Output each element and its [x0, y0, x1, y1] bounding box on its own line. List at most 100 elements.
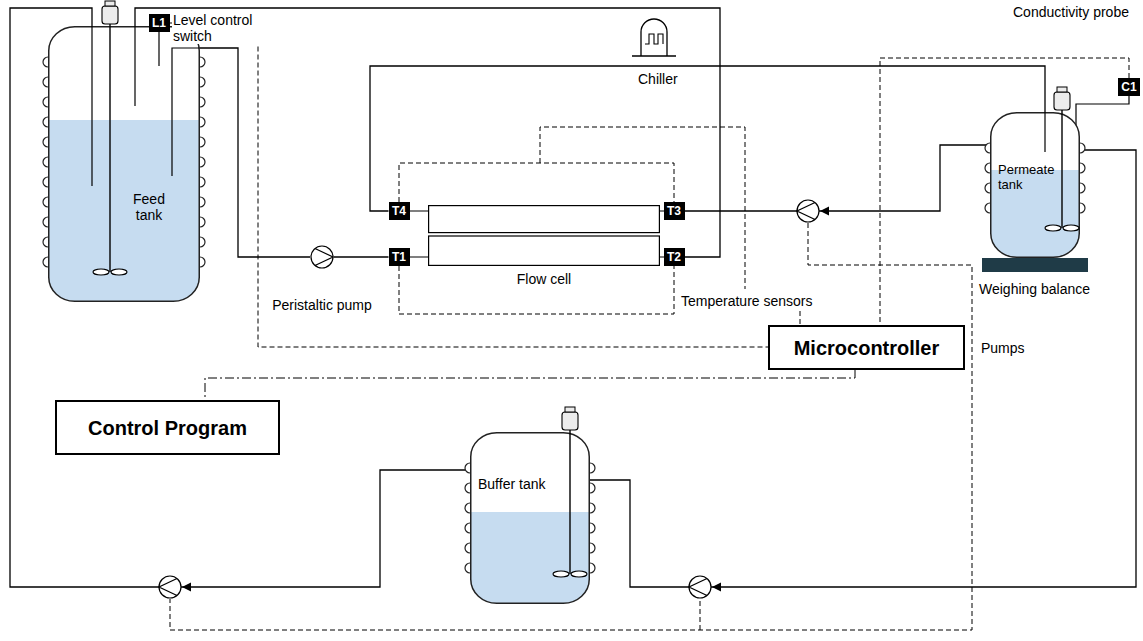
pipe-line	[135, 8, 720, 257]
flow-cell-outline	[428, 205, 660, 266]
agitator-shaft	[1061, 110, 1062, 228]
agitator	[93, 1, 127, 275]
signal-line	[205, 370, 855, 400]
pipe-line	[200, 48, 310, 257]
agitator	[1045, 87, 1079, 231]
tank-liquid	[49, 120, 200, 301]
inner-pipe	[91, 26, 92, 186]
pipe-line	[10, 8, 470, 587]
temperature-tag: T4	[389, 202, 410, 220]
flow-arrowhead	[820, 207, 829, 216]
inner-pipe	[1044, 112, 1045, 152]
inner-pipe	[158, 32, 159, 66]
callout-label: Pumps	[980, 340, 1026, 356]
pipe-line	[370, 66, 1045, 211]
level-switch-tag: L1	[149, 14, 170, 32]
controller-box: Microcontroller	[768, 325, 965, 370]
flow-cell: Flow cell	[428, 205, 660, 266]
impeller-blade	[553, 571, 569, 577]
flow-arrowhead	[712, 583, 721, 592]
tank-body	[471, 433, 590, 604]
pump-symbol	[689, 576, 711, 598]
signal-line	[170, 23, 769, 347]
box-title: Control Program	[88, 416, 247, 440]
temperature-tag: T2	[664, 248, 685, 266]
tank-liquid	[471, 512, 590, 603]
impeller-blade	[1045, 225, 1061, 231]
equipment-name: Flow cell	[428, 271, 660, 287]
agitator-motor	[1057, 87, 1067, 92]
callout-label: Temperature sensors	[680, 293, 814, 309]
box-title: Microcontroller	[794, 336, 940, 360]
impeller-blade	[93, 269, 109, 275]
pipe-line	[334, 256, 389, 257]
tank-liquid	[991, 170, 1080, 257]
agitator-shaft	[569, 430, 570, 574]
tank-wall	[991, 113, 1080, 258]
chiller-symbol	[641, 19, 667, 56]
temperature-tag: T1	[389, 248, 410, 266]
pump-symbol	[315, 249, 333, 266]
flow-channel	[429, 236, 660, 265]
agitator-shaft	[109, 24, 110, 272]
tank-outline	[48, 26, 200, 302]
impeller-blade	[1063, 225, 1079, 231]
agitator-motor	[1054, 92, 1070, 110]
pump-symbol	[797, 200, 819, 222]
label-holder: Pumps	[980, 340, 1026, 356]
pump-symbol	[159, 576, 181, 598]
tank-outline	[470, 432, 590, 604]
flow-channel	[429, 206, 660, 233]
buffer-tank: Buffer tank	[470, 432, 590, 604]
weighing-balance-plate	[982, 258, 1088, 272]
tag-text: T3	[664, 202, 685, 220]
permeate-tank: Permeate tank	[990, 112, 1080, 258]
agitator-motor	[562, 412, 578, 430]
label-holder: Weighing balance	[978, 281, 1091, 297]
tag-text: L1	[149, 14, 170, 32]
program-box: Control Program	[55, 400, 280, 455]
temperature-tag: T3	[664, 202, 685, 220]
flow-arrowhead	[182, 583, 191, 592]
equipment-name: Peristaltic pump	[262, 297, 382, 313]
inner-pipe	[134, 26, 135, 106]
tank-wall	[471, 433, 590, 604]
tag-text: T1	[389, 248, 410, 266]
pump-symbol	[159, 579, 177, 596]
impeller-blade	[111, 269, 127, 275]
equipment-name: Buffer tank	[478, 476, 568, 492]
probe-rod	[1076, 96, 1129, 140]
callout-label: Conductivity probe	[1012, 4, 1130, 20]
tag-text: T4	[389, 202, 410, 220]
tank-wall	[49, 27, 200, 302]
label-holder: Level control switch	[172, 12, 264, 44]
chiller-base	[632, 55, 676, 56]
tag-text: T2	[664, 248, 685, 266]
equipment-name: Permeate tank	[998, 162, 1058, 192]
agitator-motor	[105, 1, 115, 6]
equipment-name: Feed tank	[128, 191, 170, 223]
conductivity-tag: C1	[1118, 78, 1140, 96]
agitator-motor	[565, 407, 575, 412]
signal-line	[880, 58, 1129, 325]
chiller-symbol	[645, 34, 663, 44]
pump-symbol	[797, 203, 815, 220]
pump-outline	[310, 245, 334, 269]
tank-body	[49, 27, 200, 302]
tag-text: C1	[1118, 78, 1140, 96]
peristaltic-pump: Peristaltic pump	[310, 245, 334, 269]
agitator-motor	[102, 6, 118, 24]
pump-symbol	[311, 246, 333, 268]
pump-signal-wire	[170, 223, 972, 630]
feed-tank: Feed tank	[48, 26, 200, 302]
tank-body	[991, 113, 1080, 258]
equipment-label: Weighing balance	[978, 281, 1091, 297]
pump-symbol	[689, 579, 707, 596]
pipe-line	[685, 145, 991, 211]
label-holder: Conductivity probe	[1012, 4, 1130, 20]
impeller-blade	[571, 571, 587, 577]
agitator	[553, 407, 587, 577]
inner-pipe	[172, 48, 200, 176]
label-holder: Chiller	[637, 71, 679, 87]
equipment-label: Chiller	[637, 71, 679, 87]
